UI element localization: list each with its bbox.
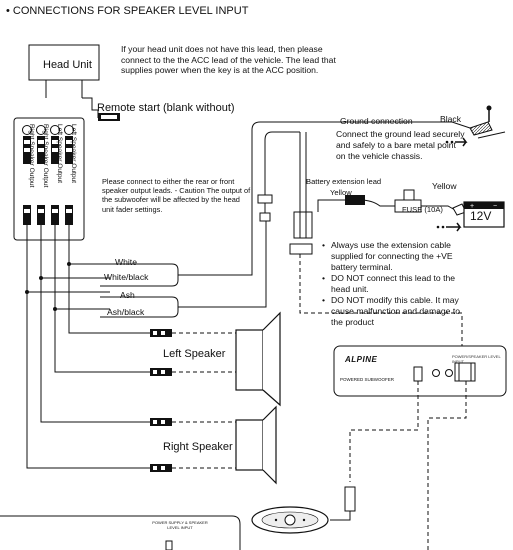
wire-label-white-black: White/black xyxy=(104,272,149,282)
amp-input-label: POWER/SPEAKER LEVEL INPUT xyxy=(452,354,501,364)
remote-knob-icon xyxy=(251,506,329,534)
ground-screw-icon xyxy=(469,105,506,139)
wire-label-ash: Ash xyxy=(120,290,135,300)
battery-notes: Always use the extension cable supplied … xyxy=(322,240,470,328)
battery-wire-color: Yellow xyxy=(330,188,352,197)
output-label-left-front: Left Speaker Output xyxy=(56,124,63,184)
svg-text:−: − xyxy=(493,203,497,210)
white-wire-bundle xyxy=(100,215,253,287)
amp-brand-logo: ALPINE xyxy=(345,355,378,364)
ground-note: Connect the ground lead securely and saf… xyxy=(336,129,465,161)
head-unit-label: Head Unit xyxy=(43,59,92,71)
right-speaker-icon xyxy=(235,405,277,485)
note-item: DO NOT connect this lead to the head uni… xyxy=(322,273,470,295)
head-unit-box xyxy=(28,44,100,81)
rca-plug xyxy=(22,125,32,225)
output-label-left-rear: Left Speaker Output xyxy=(70,124,77,184)
rca-plug xyxy=(36,125,46,225)
output-label-right-rear: Right Speaker Output xyxy=(28,124,35,188)
battery-wire-color-2: Yellow xyxy=(432,181,457,191)
note-item: Always use the extension cable supplied … xyxy=(322,240,470,273)
signal-cable xyxy=(251,121,300,232)
remote-start-label: Remote start (blank without) xyxy=(97,102,235,114)
speaker-wires xyxy=(26,225,150,469)
ash-wire-bundle xyxy=(100,232,267,318)
bottom-amplifier-panel xyxy=(0,515,241,550)
wire-label-white: White xyxy=(115,257,137,267)
right-speaker-label: Right Speaker xyxy=(163,441,233,453)
wire-label-ash-black: Ash/black xyxy=(107,307,145,317)
remote-connector xyxy=(98,113,120,121)
note-item: DO NOT modify this cable. It may cause m… xyxy=(322,295,470,328)
rca-plug xyxy=(50,125,60,225)
remote-lead xyxy=(45,80,99,118)
ground-wire-color: Black xyxy=(440,114,462,124)
speaker-plugs xyxy=(150,329,236,472)
left-speaker-label: Left Speaker xyxy=(163,348,226,360)
battery-lead-label: Battery extension lead xyxy=(306,177,382,186)
power-harness-connector xyxy=(289,211,313,255)
battery-icon: + − xyxy=(463,201,505,228)
rca-outputs xyxy=(22,125,74,225)
acc-note: If your head unit does not have this lea… xyxy=(121,44,336,76)
bottom-amp-label: POWER SUPPLY & SPEAKER LEVEL INPUT xyxy=(152,520,208,530)
svg-text:+: + xyxy=(470,203,474,210)
signal-connector xyxy=(257,194,273,222)
battery-lead xyxy=(317,199,456,212)
caution-note: Please connect to either the rear or fro… xyxy=(102,177,251,214)
ground-lead xyxy=(299,121,471,212)
amp-cables-dashed xyxy=(349,381,467,550)
left-speaker-icon xyxy=(235,311,281,407)
ground-connection-title: Ground connection xyxy=(340,116,413,126)
rca-plug xyxy=(64,125,74,225)
fuse-label: FUSE (10A) xyxy=(402,205,443,214)
battery-voltage: 12V xyxy=(470,209,492,223)
subwoofer-amplifier-panel xyxy=(333,345,507,397)
battery-plug xyxy=(345,195,365,205)
output-label-right-front: Right Speaker Output xyxy=(42,124,49,188)
inline-connector xyxy=(344,486,356,512)
page-heading: • CONNECTIONS FOR SPEAKER LEVEL INPUT xyxy=(6,5,249,17)
amp-model-label: POWERED SUBWOOFER xyxy=(340,377,395,382)
wire-taps xyxy=(25,262,110,311)
chassis-arrow-icon xyxy=(445,137,468,147)
battery-arrow-icon xyxy=(436,222,462,232)
fuse-holder xyxy=(394,189,422,213)
